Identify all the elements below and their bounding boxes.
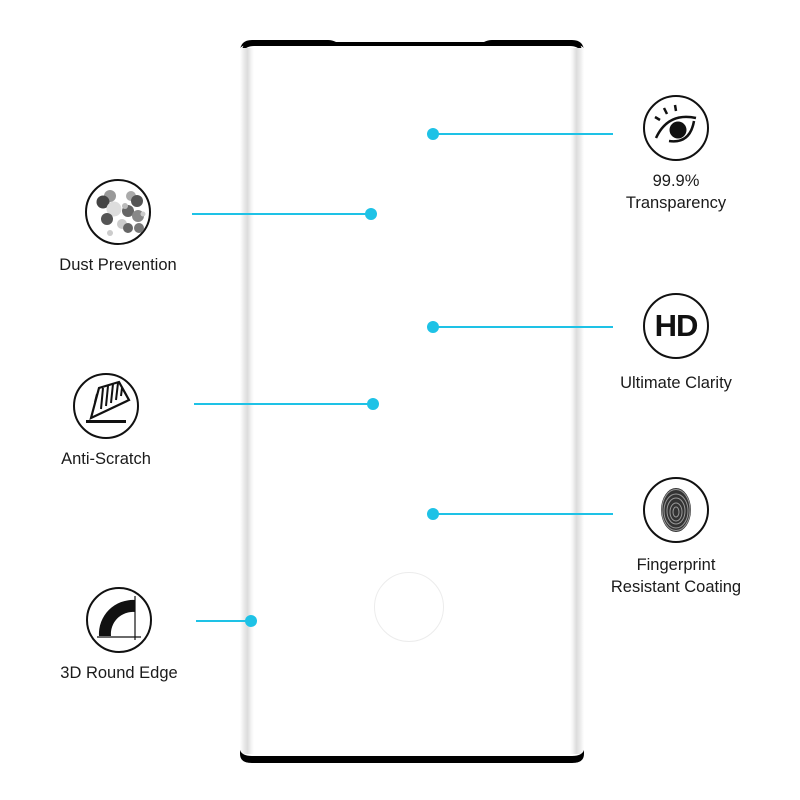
dust-particles-icon [84,178,152,246]
callout-line-edge [196,620,252,622]
feature-label: Ultimate Clarity [620,374,732,392]
protector-right-curve [570,48,584,754]
callout-line-dust [192,213,372,215]
round-edge-icon [85,586,153,654]
callout-dot-dust [365,208,377,220]
callout-dot-transparency [427,128,439,140]
protector-top-edge [240,40,584,52]
feature-label: Dust Prevention [59,256,177,274]
anti-scratch-icon [72,372,140,440]
feature-label-line1: 99.9% [652,172,700,190]
hd-icon: HD [642,292,710,360]
screen-protector [240,38,584,764]
feature-transparency: 99.9% Transparency [606,94,746,214]
feature-label-line2: Transparency [625,194,727,212]
feature-3d-round-edge: 3D Round Edge [44,586,194,684]
feature-label-line1: Fingerprint [636,556,716,574]
feature-label-line2: Resistant Coating [610,578,742,596]
protector-left-curve [240,48,254,754]
protector-bottom-edge [240,750,584,763]
callout-line-transparency [433,133,613,135]
feature-label: 3D Round Edge [60,664,178,682]
home-button-ring [374,572,444,642]
callout-dot-edge [245,615,257,627]
callout-dot-scratch [367,398,379,410]
feature-ultimate-clarity: HD Ultimate Clarity [606,292,746,394]
callout-dot-fingerprint [427,508,439,520]
feature-anti-scratch: Anti-Scratch [36,372,176,470]
hd-icon-text: HD [654,308,699,343]
fingerprint-icon [642,476,710,544]
callout-line-scratch [194,403,372,405]
feature-label: Anti-Scratch [61,450,151,468]
eye-icon [642,94,710,162]
feature-fingerprint-resistant: Fingerprint Resistant Coating [601,476,751,598]
callout-line-fingerprint [433,513,613,515]
feature-dust-prevention: Dust Prevention [48,178,188,276]
callout-dot-clarity [427,321,439,333]
callout-line-clarity [433,326,613,328]
